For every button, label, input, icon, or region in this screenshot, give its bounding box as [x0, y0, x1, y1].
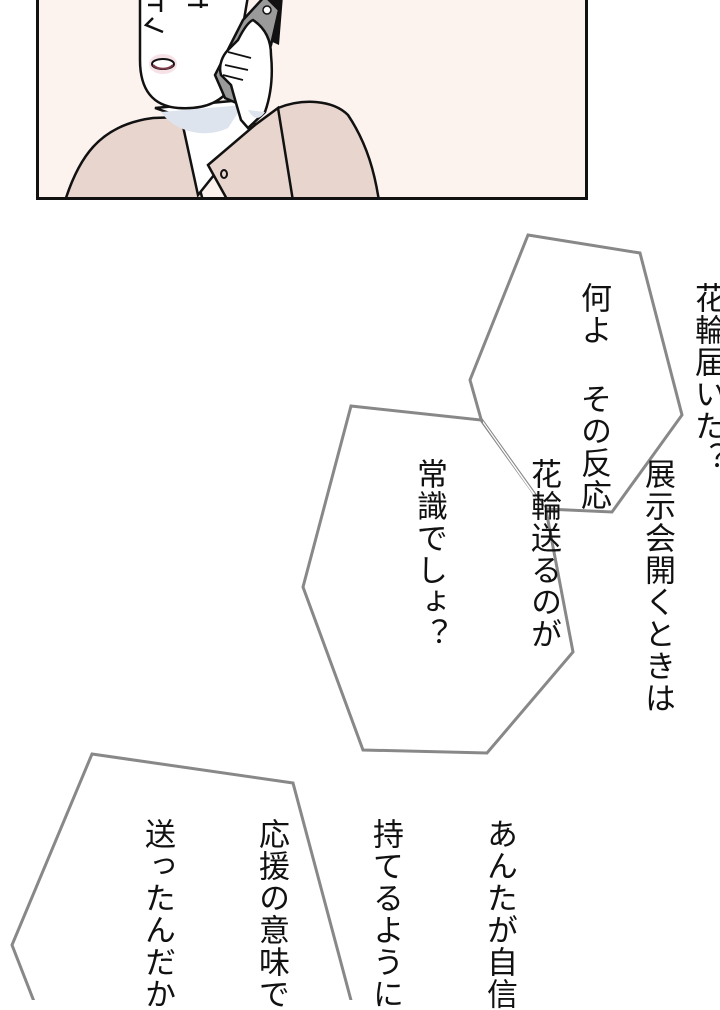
character-illustration [65, 0, 380, 197]
bubble-2-line-1: 展示会開くときは [639, 458, 675, 714]
bubble-1-line-2: 何よ その反応 [575, 282, 611, 511]
bubble-3-text: あんたが自信 持てるように 応援の意味で 送ったんだか [100, 818, 594, 1010]
comic-panel-phone-call [36, 0, 588, 200]
bubble-3-line-4: 送ったんだか [139, 818, 175, 1010]
bubble-3-line-3: 応援の意味で [253, 818, 289, 1010]
bubble-2-line-3: 常識でしょ？ [411, 458, 447, 650]
bubble-2-text: 展示会開くときは 花輪送るのが 常識でしょ？ [372, 458, 720, 714]
speech-bubble-3 [10, 752, 353, 1000]
bubble-2-line-2: 花輪送るのが [525, 458, 561, 650]
bubble-1-line-1: 花輪届いた？ [689, 282, 720, 474]
bubble-1-text: 花輪届いた？ 何よ その反応 [536, 282, 720, 511]
bubble-3-line-1: あんたが自信 [481, 818, 517, 1010]
bubble-3-line-2: 持てるように [367, 818, 403, 1010]
